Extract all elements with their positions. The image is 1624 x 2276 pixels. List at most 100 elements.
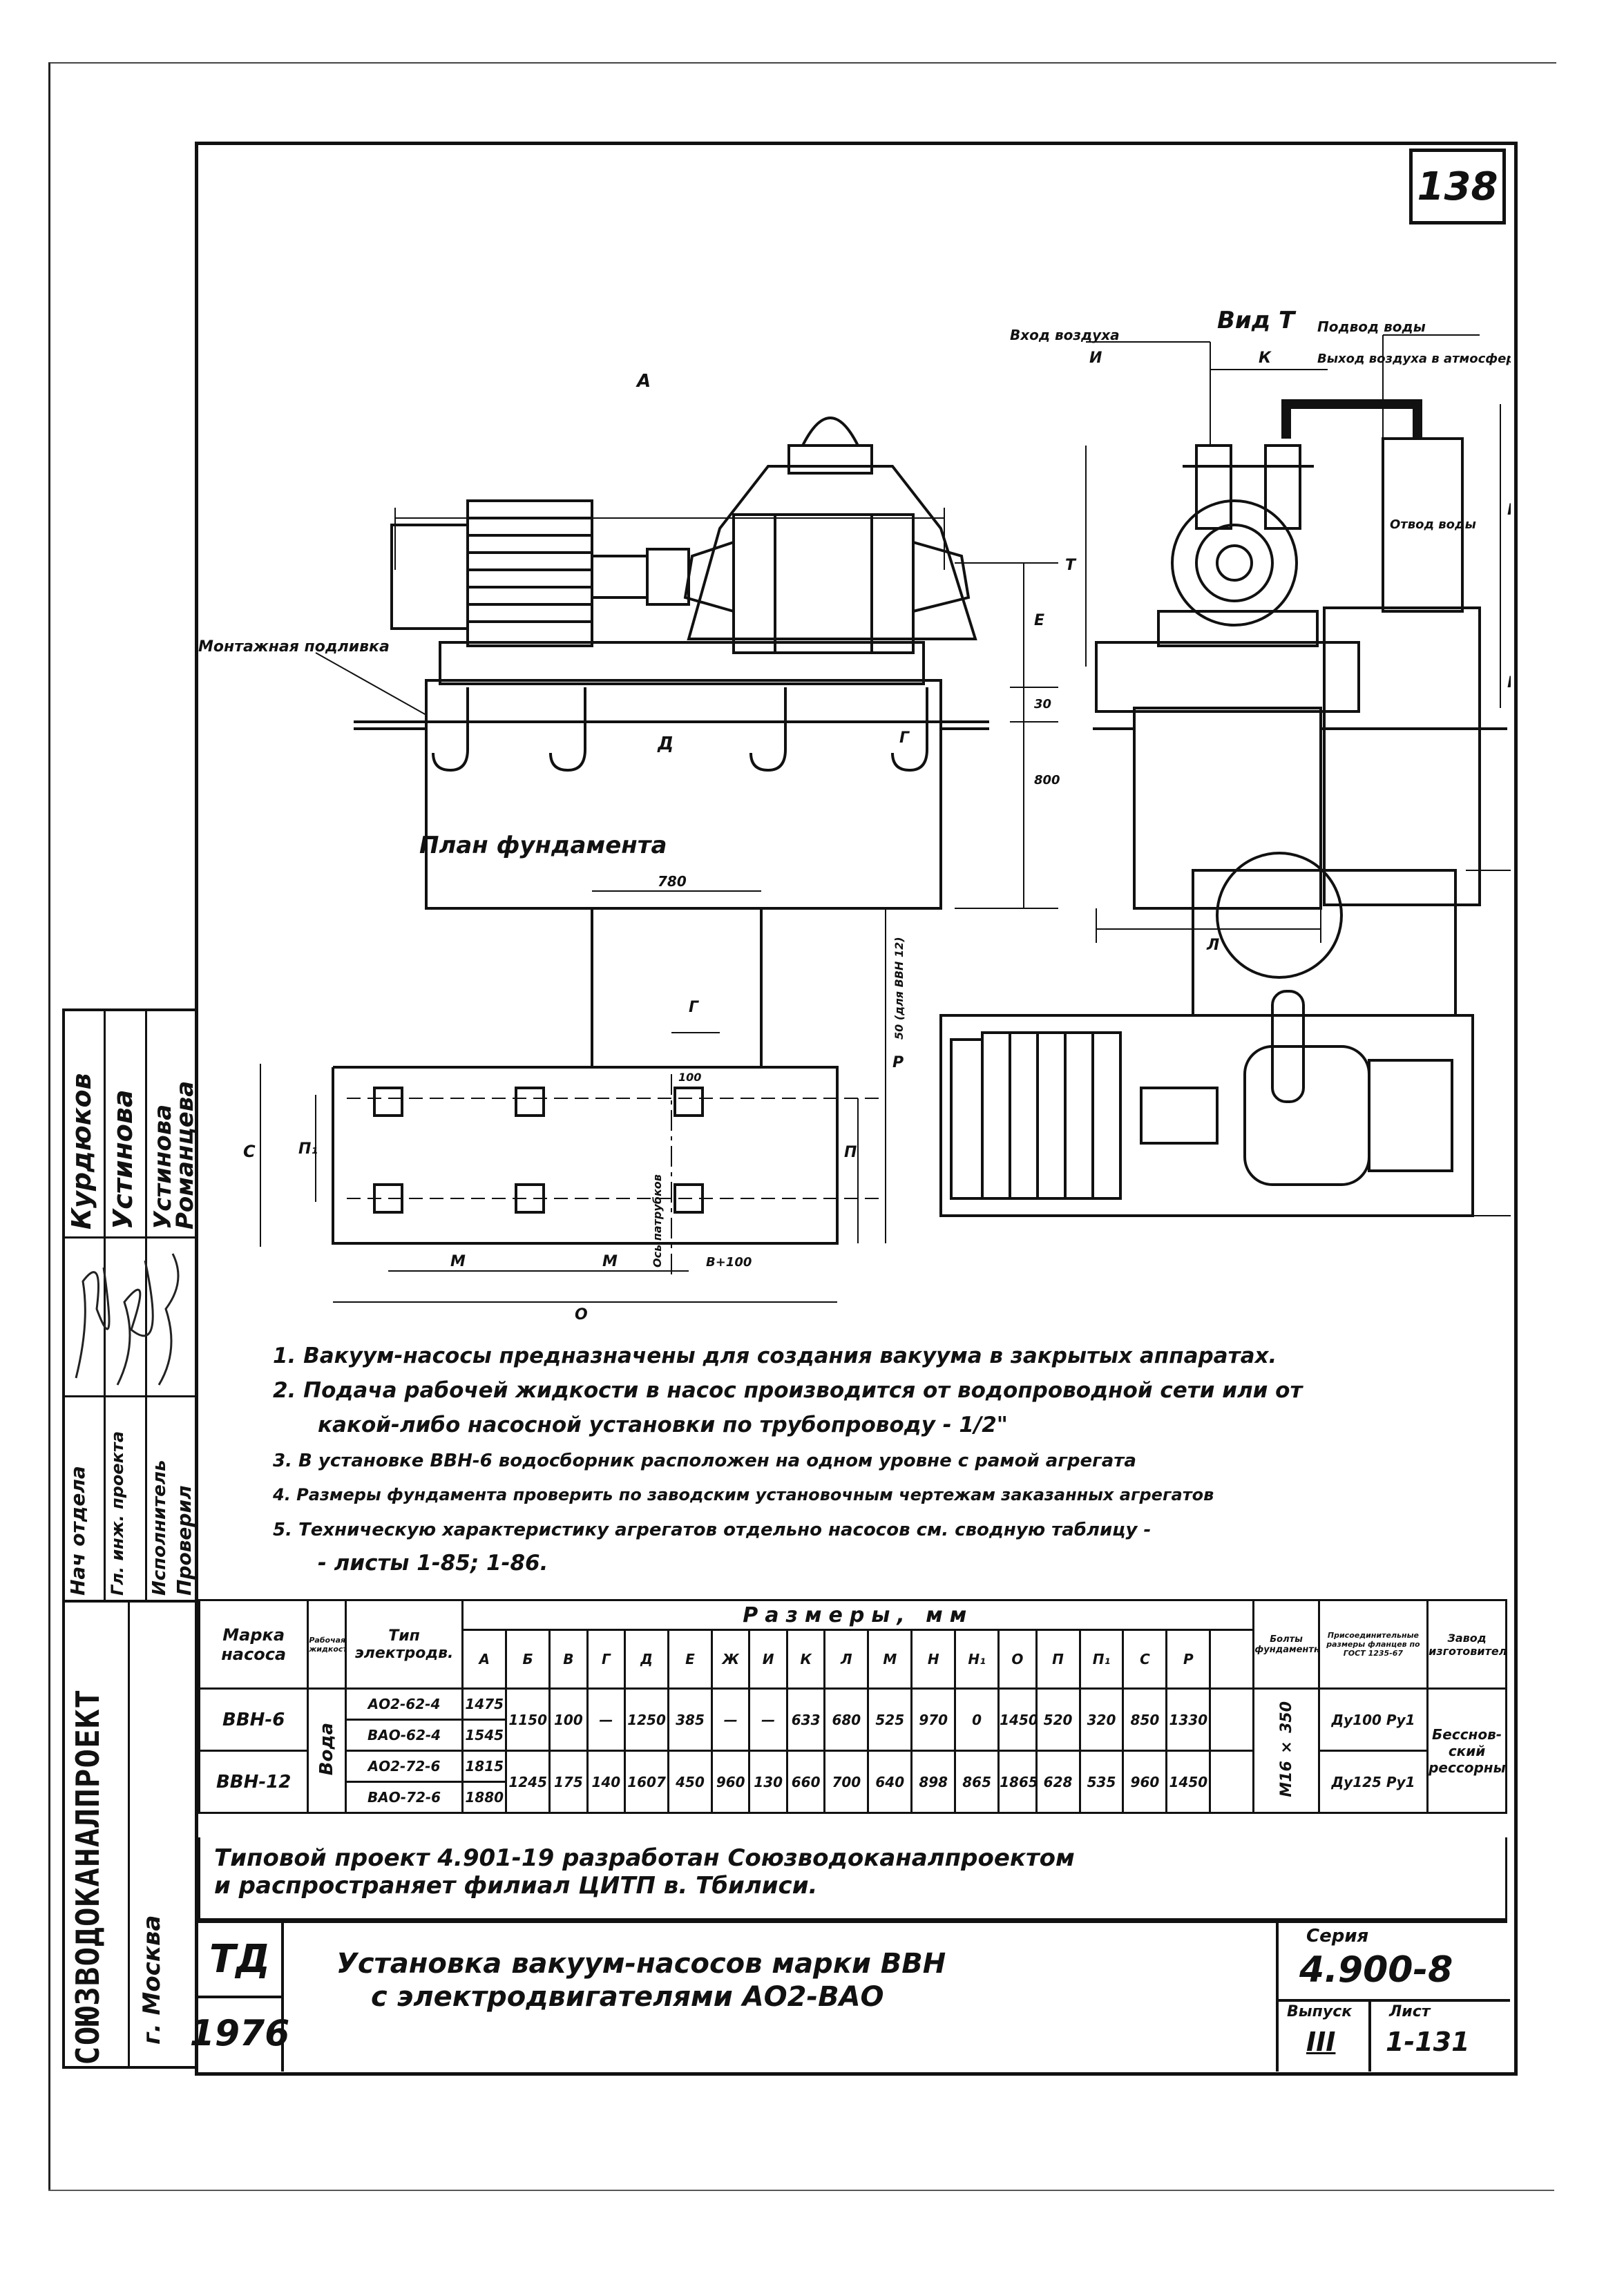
air-outlet-label: Выход воздуха в атмосферу [1317,352,1511,366]
electric-motor [466,499,593,647]
row-vvn6-v2: — [586,1687,627,1752]
stamp-name-2: Устинова [108,1089,138,1230]
air-inlet-label: Вход воздуха [1010,327,1120,343]
bottom-rule [48,2190,1554,2191]
dim-n: Н [1507,501,1511,519]
pump-body [687,465,977,640]
view-t-title: Вид Т [1217,307,1297,334]
water-separator [1382,437,1464,613]
dim-e: Е [1034,612,1044,629]
row-vvn6-motor1: АО2-62-4 [344,1687,464,1721]
head-fluid: Рабочая жидкость [307,1599,347,1690]
stamp-signatures [75,1253,180,1386]
row-vvn12-v3: 1607 [624,1750,670,1814]
col-N: Н [910,1629,957,1690]
stamp-org-divider [128,1603,130,2069]
dim-g: Г [899,729,910,747]
row-vvn6-v3: 1250 [624,1687,670,1752]
stamp-org-name: СОЮЗВОДОКАНАЛПРОЕКТ [69,1688,106,2065]
row-vvn6-flange: Ду100 Ру1 [1317,1687,1429,1752]
dim-s: С [243,1142,256,1161]
project-note-line2: и распространяет филиал ЦИТП в. Тбилиси. [214,1872,818,1900]
dim-m1: М [450,1253,466,1270]
fluid-value-text: Вода [316,1722,338,1776]
dim-b-plus-100: В+100 [706,1255,752,1270]
motor-end [390,524,469,630]
drawing-frame [195,142,1518,2076]
row-vvn6-v13: 520 [1035,1687,1081,1752]
col-R: Р [1165,1629,1212,1690]
stamp-name-1: Курдюков [66,1073,97,1230]
td-cell: ТД [198,1923,284,1998]
head-flanges: Присоединительные размеры фланцев по ГОС… [1317,1599,1429,1690]
stamp-grid [62,1008,195,1603]
row-vvn6-a2: 1545 [461,1719,508,1752]
plan-title: План фундамента [419,832,667,859]
stamp-name-4: Романцева [171,1080,199,1230]
project-note-line1: Типовой проект 4.901-19 разработан Союзв… [214,1844,1075,1872]
series-cell: Серия 4.900-8 [1276,1923,1510,2002]
col-M: М [867,1629,913,1690]
dim-k: К [1259,350,1272,367]
row-vvn12-a2: 1880 [461,1781,508,1814]
row-vvn12-v10: 898 [910,1750,957,1814]
row-vvn12-motor1: АО2-72-6 [344,1750,464,1783]
row-vvn6-v5: — [710,1687,751,1752]
issue-cell: Выпуск III [1276,1999,1371,2072]
issue-value: III [1306,2027,1336,2057]
project-note: Типовой проект 4.901-19 разработан Союзв… [198,1837,1507,1920]
note-1: 1. Вакуум-насосы предназначены для созда… [273,1343,1277,1368]
stamp-role-3: Исполнитель [149,1460,170,1596]
bolt-value: М16 × 350 [1252,1687,1320,1814]
plan-unit-frame [939,1014,1474,1217]
row-vvn6-v7: 633 [785,1687,826,1752]
stamp-col-line-1 [104,1008,106,1603]
col-P1: П₁ [1078,1629,1125,1690]
col-I: И [748,1629,788,1690]
row-vvn6-motor2: ВАО-62-4 [344,1719,464,1752]
dim-r: Р [892,1054,904,1071]
sheet-label: Лист [1389,2003,1431,2020]
sheet-cell: Лист 1-131 [1368,1999,1507,2072]
dim-l: Л [1206,937,1219,954]
row-vvn12-v11: 865 [954,1750,1000,1814]
series-label: Серия [1306,1926,1369,1947]
row-vvn6-v9: 525 [867,1687,913,1752]
td-label: ТД [209,1937,271,1982]
dim-780: 780 [658,873,687,890]
note-5b: - листы 1-85; 1-86. [318,1551,548,1576]
col-L: Л [823,1629,870,1690]
row-vvn12-v16: 1450 [1165,1750,1212,1814]
row-vvn6-v0: 1150 [505,1687,551,1752]
row-vvn12-v4: 450 [667,1750,713,1814]
note-2: 2. Подача рабочей жидкости в насос произ… [273,1378,1303,1403]
sheet-value: 1-131 [1386,2027,1470,2057]
plan-pad-upper [591,907,763,1069]
row-vvn12-motor2: ВАО-72-6 [344,1781,464,1814]
plan-dim-g: Г [689,999,699,1016]
row-vvn12-v14: 535 [1078,1750,1125,1814]
dim-a: А [636,371,651,392]
note-5: 5. Техническую характеристику агрегатов … [273,1520,1152,1540]
title-block: ТД 1976 Установка вакуум-насосов марки В… [190,1920,1510,2072]
stamp-role-4: Проверил [173,1485,195,1596]
col-N1: Н₁ [954,1629,1000,1690]
row-vvn12-v2: 140 [586,1750,627,1814]
row-vvn6-v12: 1450 [997,1687,1038,1752]
col-B: Б [505,1629,551,1690]
stamp-row-line-2 [62,1395,195,1397]
dim-note: 50 (для ВВН 12) [892,937,906,1040]
pump-axis-label: Ось патрубков [651,1174,664,1268]
view-t-foundation [1133,707,1322,910]
drawing-title-line2: с электродвигателями АО2-ВАО [371,1981,884,2013]
head-bolts: Болты фундаментные [1252,1599,1320,1690]
head-motor: Тип электродв. [344,1599,464,1690]
technical-drawings: Вид Т Вход воздуха Подвод воды Выход воз… [198,307,1511,1323]
year-label: 1976 [189,2013,290,2054]
row-vvn12-flange: Ду125 Ру1 [1317,1750,1429,1814]
note-2b: какой-либо насосной установки по трубопр… [318,1413,1008,1437]
row-vvn12-spare [1209,1750,1255,1814]
row-vvn12-v6: 130 [748,1750,788,1814]
dim-800: 800 [1034,773,1060,787]
dim-n1: Н₁ [1507,674,1511,691]
